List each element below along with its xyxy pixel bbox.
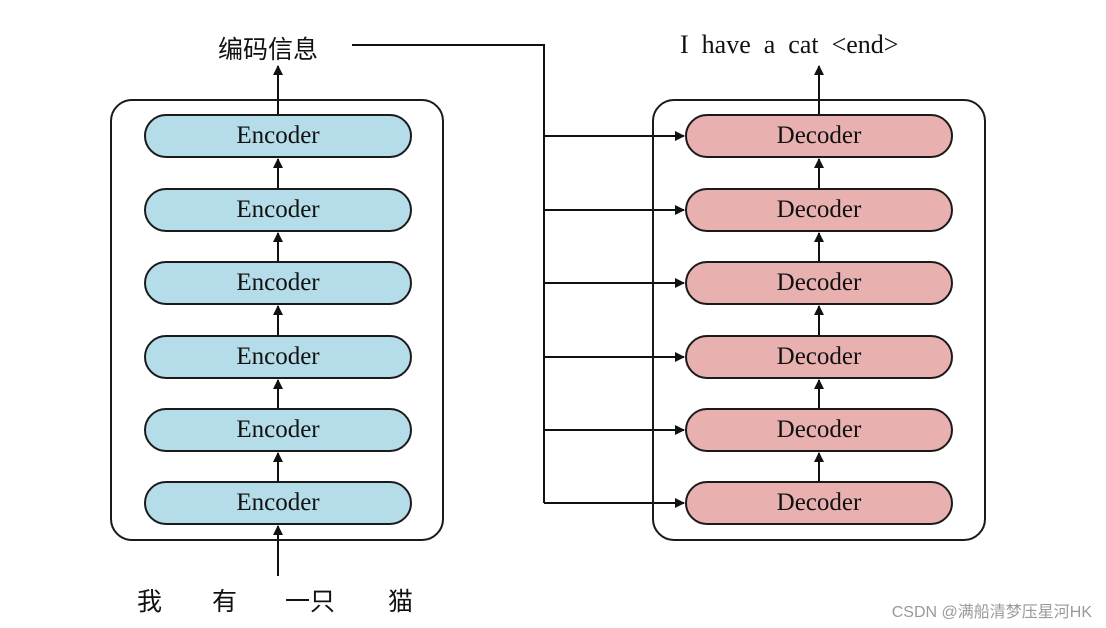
- decoder-stack-frame: [652, 99, 986, 541]
- input-token-2: 有: [212, 587, 238, 616]
- decoder-output-label: I have a cat <end>: [680, 30, 899, 59]
- decoder-block-1: Decoder: [685, 481, 953, 525]
- decoder-block-2: Decoder: [685, 408, 953, 452]
- decoder-block-3: Decoder: [685, 335, 953, 379]
- input-token-1: 我: [137, 587, 163, 616]
- decoder-block-5: Decoder: [685, 188, 953, 232]
- decoder-block-4: Decoder: [685, 261, 953, 305]
- encoder-block-2: Encoder: [144, 408, 412, 452]
- watermark: CSDN @满船清梦压星河HK: [891, 604, 1092, 621]
- encoder-block-3: Encoder: [144, 335, 412, 379]
- input-token-3: 一只: [285, 587, 336, 616]
- encoder-block-6: Encoder: [144, 114, 412, 158]
- encoder-block-1: Encoder: [144, 481, 412, 525]
- input-token-4: 猫: [388, 587, 414, 616]
- encoder-stack-frame: [110, 99, 444, 541]
- decoder-block-6: Decoder: [685, 114, 953, 158]
- encoder-block-5: Encoder: [144, 188, 412, 232]
- encoder-output-label: 编码信息: [218, 35, 319, 64]
- encoder-block-4: Encoder: [144, 261, 412, 305]
